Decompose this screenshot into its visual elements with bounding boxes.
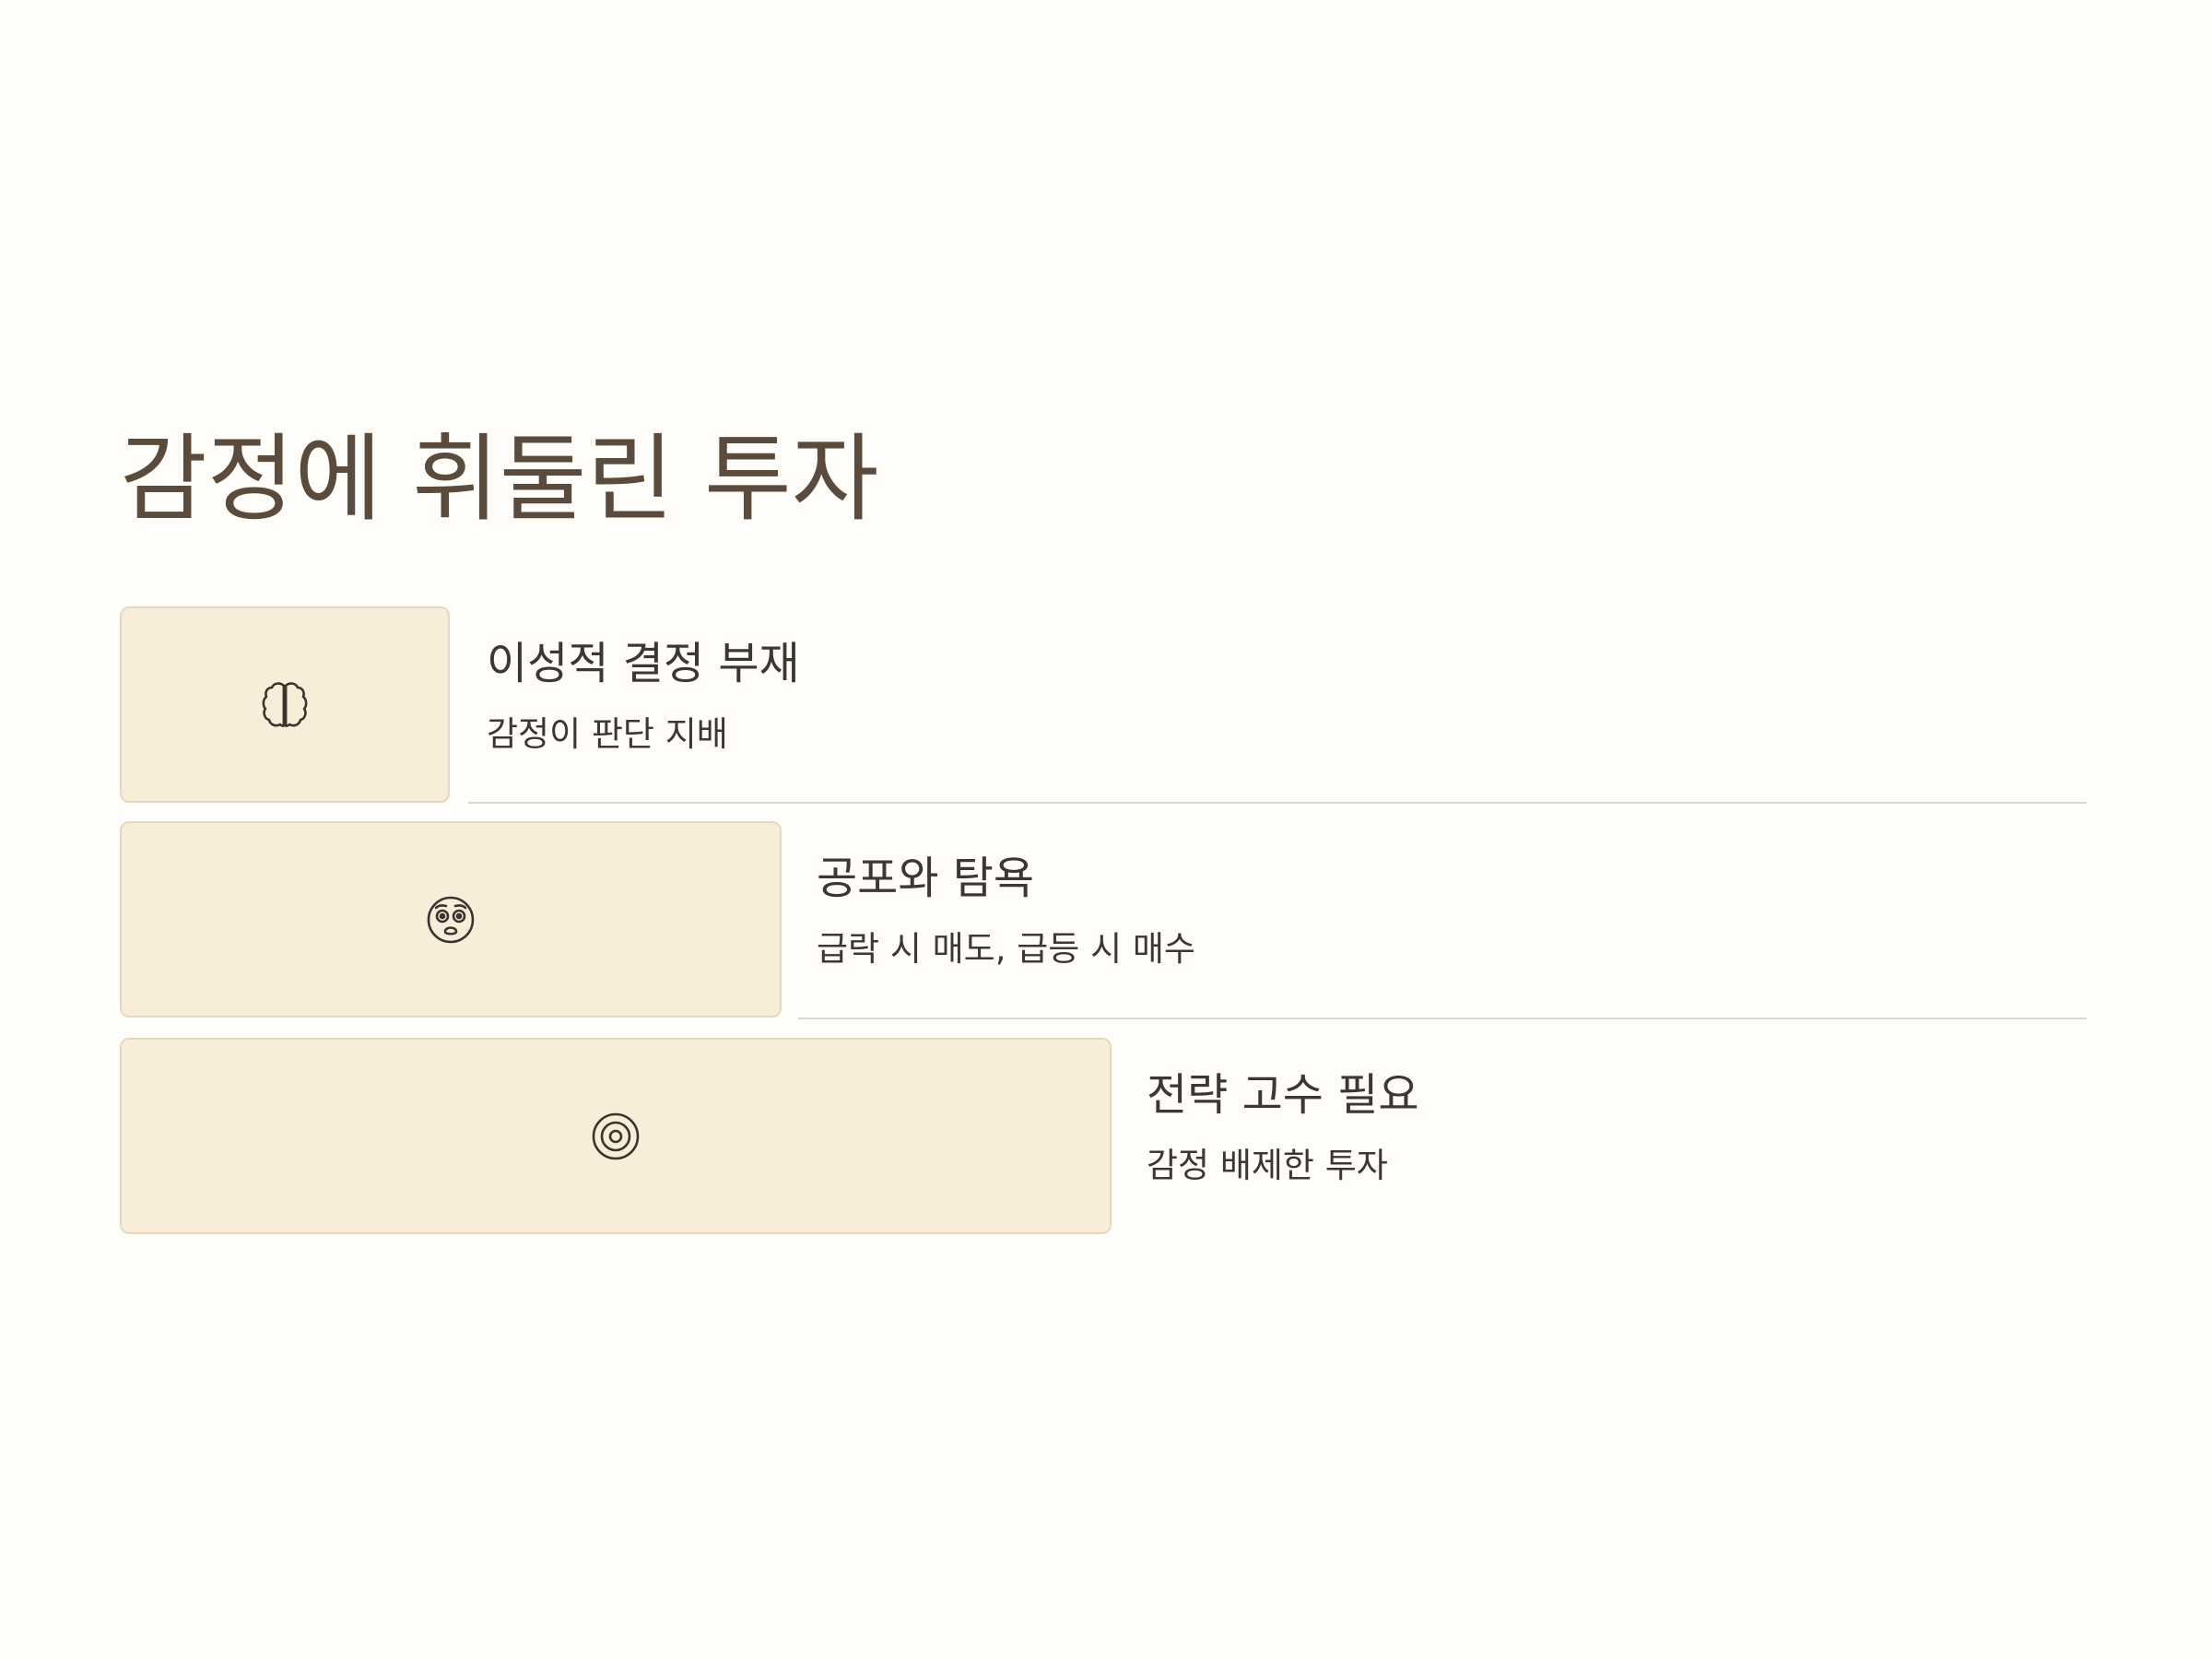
item-description: 감정 배제한 투자 bbox=[1147, 1146, 1388, 1185]
list-item: 이성적 결정 부재 감정이 판단 지배 bbox=[120, 606, 2088, 805]
item-heading: 전략 고수 필요 bbox=[1147, 1069, 1419, 1121]
item-heading: 공포와 탐욕 bbox=[817, 853, 1035, 904]
target-icon bbox=[592, 1112, 640, 1159]
item-description: 급락 시 매도, 급등 시 매수 bbox=[817, 929, 1195, 969]
item-description: 감정이 판단 지배 bbox=[487, 714, 728, 754]
fearful-face-icon bbox=[427, 896, 475, 943]
divider bbox=[468, 802, 2087, 804]
icon-box bbox=[120, 1038, 1112, 1234]
item-heading: 이성적 결정 부재 bbox=[487, 638, 800, 689]
slide-title: 감정에 휘둘린 투자 bbox=[120, 424, 879, 535]
list-item: 공포와 탐욕 급락 시 매도, 급등 시 매수 bbox=[120, 821, 2088, 1019]
divider bbox=[798, 1018, 2087, 1019]
list-item: 전략 고수 필요 감정 배제한 투자 bbox=[120, 1038, 2088, 1236]
icon-box bbox=[120, 821, 782, 1018]
brain-icon bbox=[262, 681, 308, 727]
icon-box bbox=[120, 606, 450, 803]
